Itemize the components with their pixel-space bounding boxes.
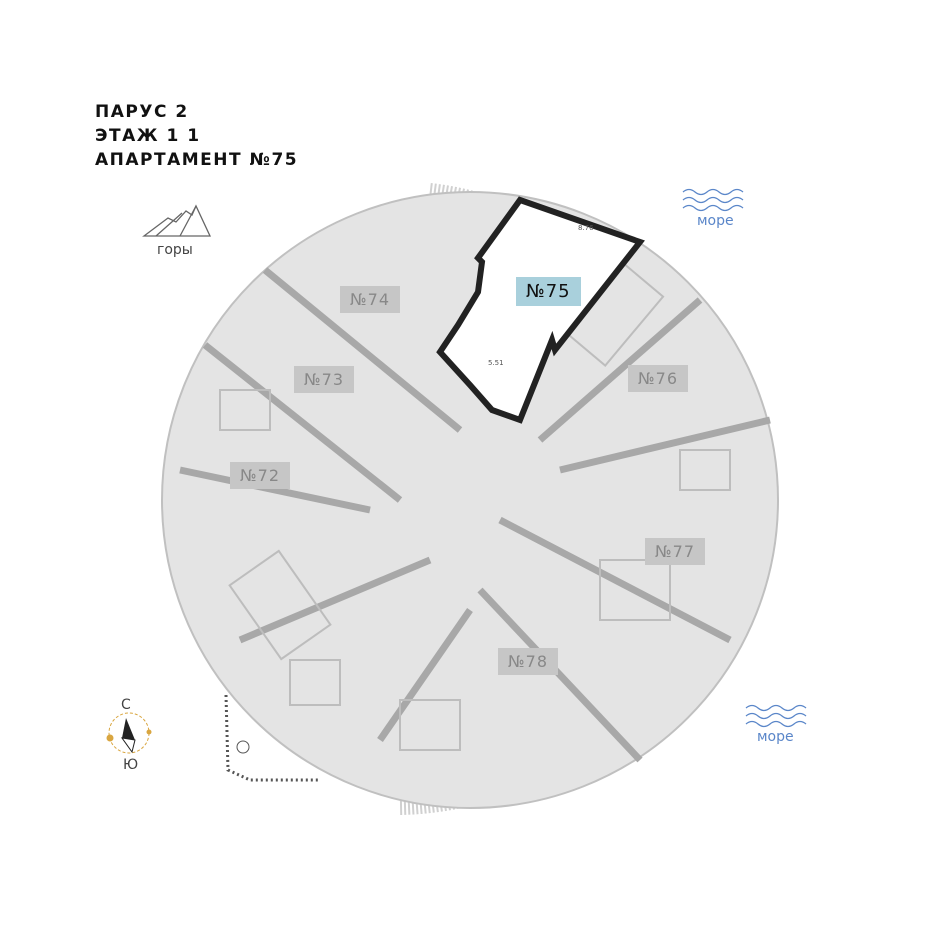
apartment-76[interactable]: №76 bbox=[628, 365, 688, 392]
apartment-title: АПАРТАМЕНТ №75 bbox=[95, 150, 299, 170]
south-label: Ю bbox=[123, 757, 139, 773]
floor-title: ЭТАЖ 1 1 bbox=[95, 126, 201, 146]
mountains-icon bbox=[142, 204, 212, 237]
mountains-label: горы bbox=[157, 242, 193, 258]
sea-label-bottom: море bbox=[757, 729, 794, 745]
sea-waves-icon-top bbox=[682, 188, 744, 212]
apartment-72[interactable]: №72 bbox=[230, 462, 290, 489]
entrance-marker bbox=[236, 740, 250, 754]
apartment-78[interactable]: №78 bbox=[498, 648, 558, 675]
area-bathroom: 5.51 bbox=[488, 359, 504, 367]
apartment-77[interactable]: №77 bbox=[645, 538, 705, 565]
building-title: ПАРУС 2 bbox=[95, 102, 189, 122]
north-label: С bbox=[121, 697, 131, 713]
apartment-75[interactable]: №75 bbox=[516, 277, 581, 306]
sea-waves-icon-bottom bbox=[745, 704, 807, 728]
compass-icon bbox=[106, 712, 152, 754]
walls bbox=[179, 267, 771, 763]
apartment-74[interactable]: №74 bbox=[340, 286, 400, 313]
apartment-75-outline[interactable] bbox=[436, 196, 645, 424]
interior-lines bbox=[219, 263, 731, 751]
apartment-73[interactable]: №73 bbox=[294, 366, 354, 393]
floor-outline bbox=[161, 191, 779, 809]
sea-label-top: море bbox=[697, 213, 734, 229]
area-balcony: 8.76 bbox=[578, 224, 594, 232]
